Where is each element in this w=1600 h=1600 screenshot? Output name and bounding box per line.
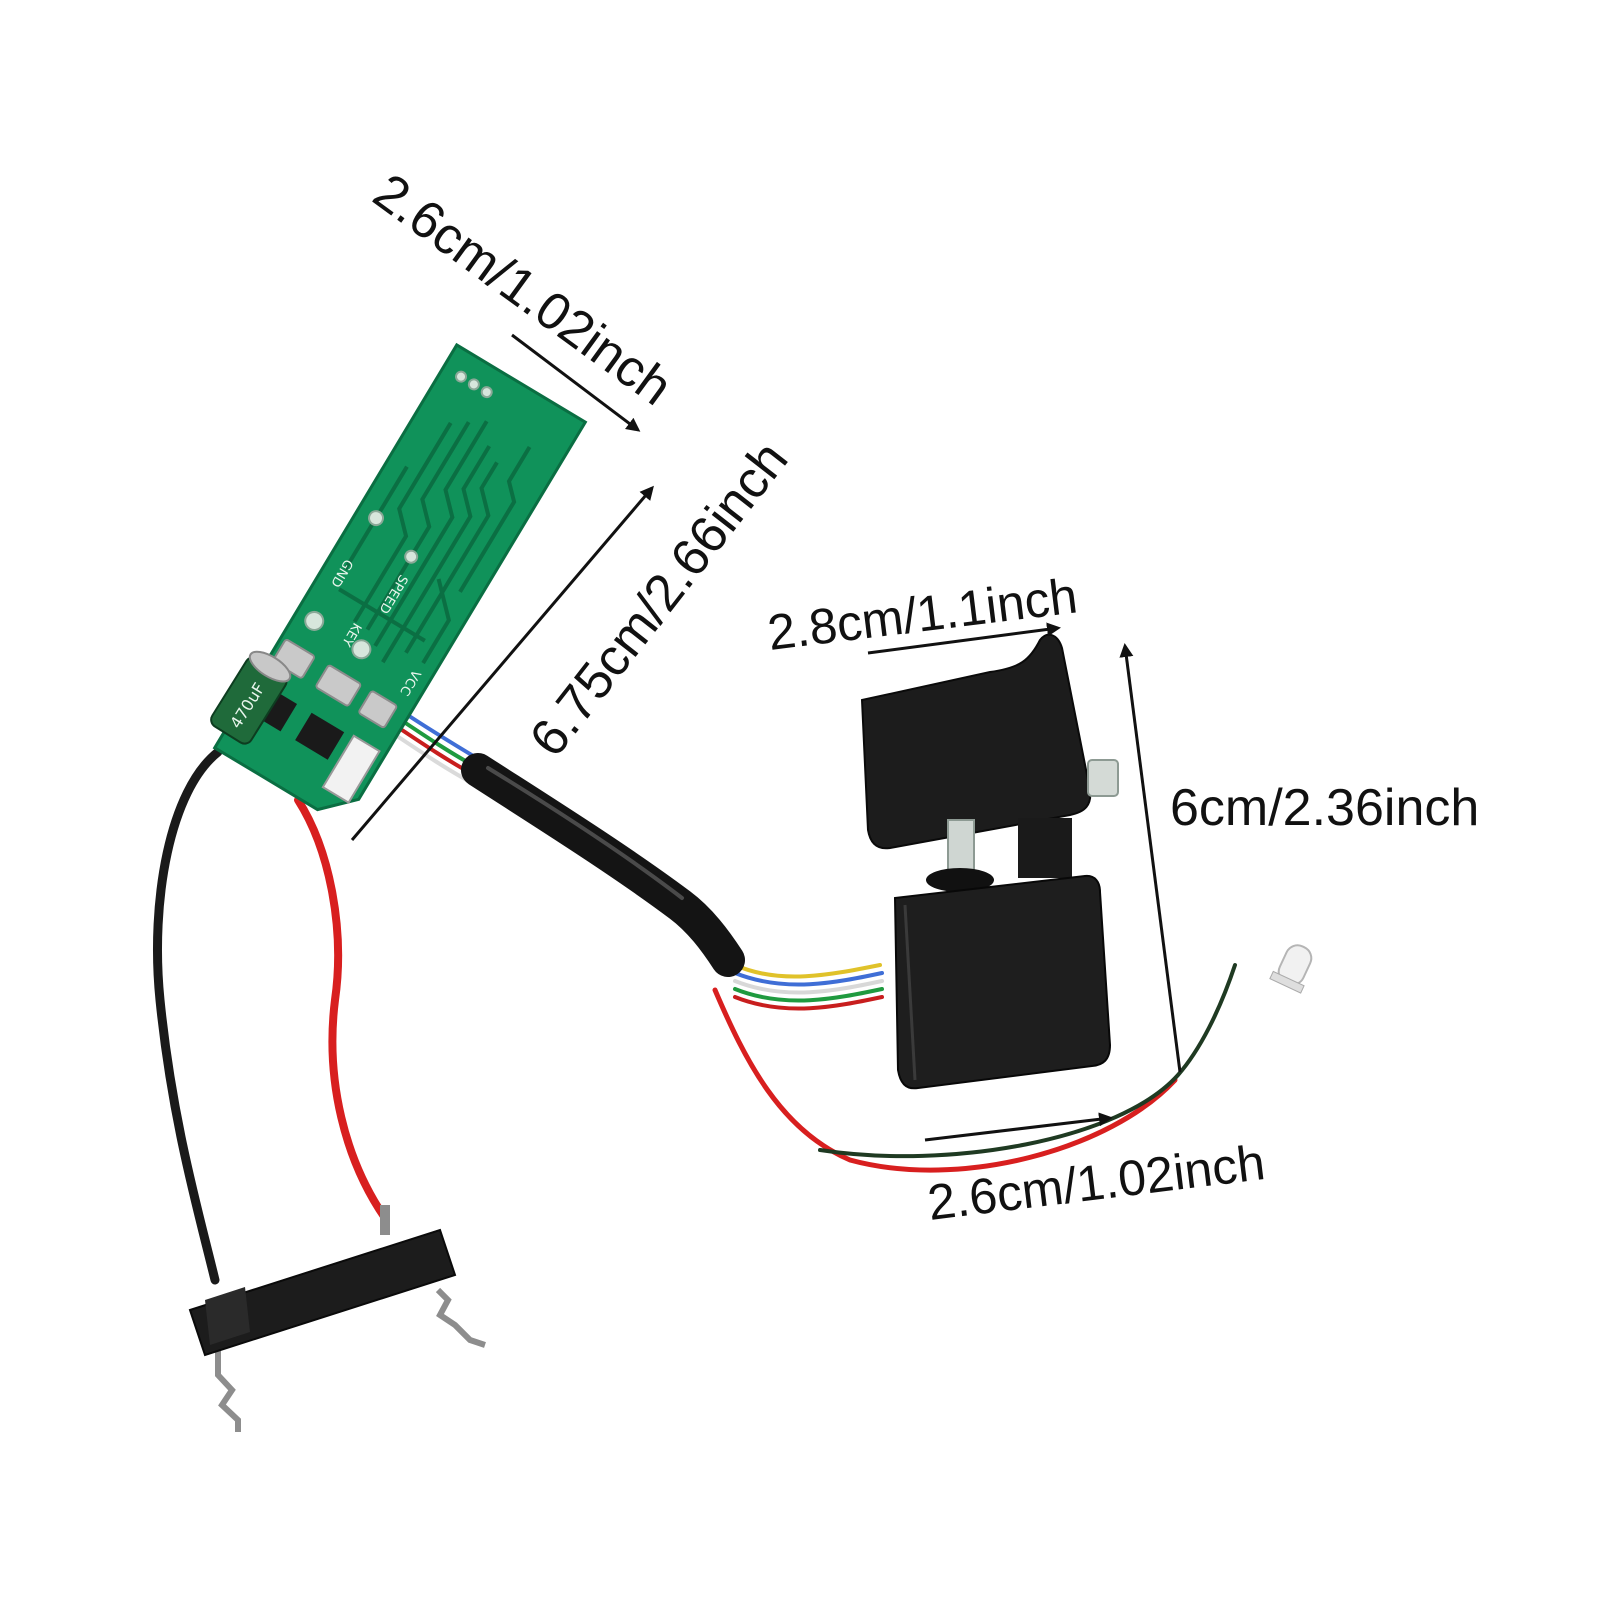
reed-sensor <box>188 1205 486 1432</box>
arrow-switch-width <box>867 622 1061 655</box>
ribbon-yellow <box>733 963 882 979</box>
sensor-lead-right <box>435 1287 486 1348</box>
sensor-lead-tip <box>380 1205 390 1235</box>
arrow-switch-base-width <box>924 1112 1113 1142</box>
red-wire-sensor <box>294 796 389 1222</box>
lock-pin <box>1087 759 1119 797</box>
ribbon-blue <box>733 971 884 987</box>
heat-shrink-sleeve <box>461 753 745 977</box>
sensor-lead-left <box>215 1340 241 1432</box>
sensor-body <box>188 1228 457 1357</box>
ribbon-white <box>733 979 884 995</box>
switch-body <box>893 874 1112 1090</box>
dark-wire-led <box>818 963 1237 1159</box>
label-pcb-width: 2.6cm/1.02inch <box>363 163 682 417</box>
sensor-clip <box>205 1287 250 1345</box>
wires <box>152 708 1237 1285</box>
arrow-switch-height <box>1119 643 1182 1073</box>
label-switch-base-width: 2.6cm/1.02inch <box>925 1134 1268 1231</box>
capacitor: 470uF <box>210 650 292 745</box>
switch-ring <box>926 868 994 892</box>
dimension-arrows <box>350 333 1182 1142</box>
switch-plunger <box>947 819 975 871</box>
trigger-switch <box>860 633 1119 1090</box>
arrow-pcb-length <box>350 485 654 841</box>
pcb-board: GND SPEED KEY VCC <box>212 342 588 812</box>
switch-body-edge <box>903 904 917 1081</box>
arrow-pcb-width <box>511 333 641 432</box>
label-switch-height: 6cm/2.36inch <box>1170 779 1479 837</box>
switch-neck <box>1018 818 1072 878</box>
ribbon-red <box>733 995 884 1011</box>
ribbon-green <box>733 987 884 1003</box>
pcb-pads <box>304 370 493 660</box>
wire-connector <box>321 734 381 804</box>
red-wire-led <box>712 987 1178 1173</box>
trigger-button <box>860 633 1092 850</box>
black-wire <box>152 747 223 1285</box>
led-component <box>1269 944 1313 994</box>
pcb-traces <box>338 420 532 665</box>
label-pcb-length: 6.75cm/2.66inch <box>519 431 800 767</box>
sleeve-highlight <box>486 766 684 900</box>
